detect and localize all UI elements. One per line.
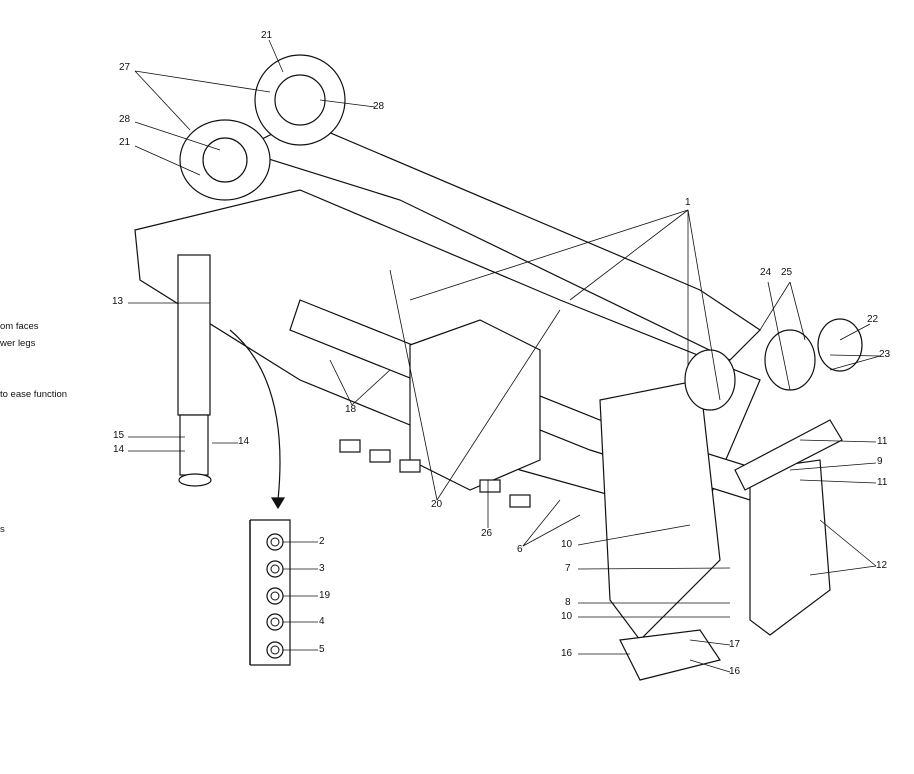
- callout-label: 28: [119, 114, 131, 125]
- callout-label: 14: [238, 436, 250, 447]
- callout-label: 21: [119, 137, 131, 148]
- callout-label: 18: [345, 404, 357, 415]
- callout-label: 10: [561, 539, 573, 550]
- callout-label: 28: [373, 101, 385, 112]
- callout-label: 2: [319, 536, 325, 547]
- callout-label: 4: [319, 616, 325, 627]
- callout-label: 10: [561, 611, 573, 622]
- callout-label: 15: [113, 430, 125, 441]
- cut-off-text-line: wer legs: [0, 338, 36, 349]
- callout-label: 24: [760, 267, 772, 278]
- cut-off-text-line: s: [0, 524, 5, 535]
- callout-label: 16: [561, 648, 573, 659]
- callout-label: 19: [319, 590, 331, 601]
- callout-label: 3: [319, 563, 325, 574]
- callout-label: 16: [729, 666, 741, 677]
- cut-off-text-line: to ease function: [0, 389, 68, 400]
- cut-off-text-line: om faces: [0, 321, 39, 332]
- callout-label: 1: [685, 197, 691, 208]
- callout-label: 21: [261, 30, 273, 41]
- callout-label: 12: [876, 560, 888, 571]
- callout-label: 20: [431, 499, 443, 510]
- callout-label: 6: [517, 544, 523, 555]
- rear-support: [599, 379, 721, 641]
- front-leg: [749, 459, 831, 636]
- callout-label: 17: [729, 639, 741, 650]
- callout-label: 5: [319, 644, 325, 655]
- callout-label: 14: [113, 444, 125, 455]
- callout-label: 22: [867, 314, 879, 325]
- callout-label: 23: [879, 349, 891, 360]
- outrigger-leg: [177, 254, 211, 416]
- callout-label: 8: [565, 597, 571, 608]
- callout-label: 11: [877, 477, 888, 488]
- callout-label: 27: [119, 62, 131, 73]
- callout-label: 7: [565, 563, 571, 574]
- bracket-11: [734, 419, 843, 491]
- callout-label: 13: [112, 296, 124, 307]
- callout-label: 9: [877, 456, 883, 467]
- callout-label: 25: [781, 267, 793, 278]
- callout-label: 26: [481, 528, 493, 539]
- callout-label: 11: [877, 436, 888, 447]
